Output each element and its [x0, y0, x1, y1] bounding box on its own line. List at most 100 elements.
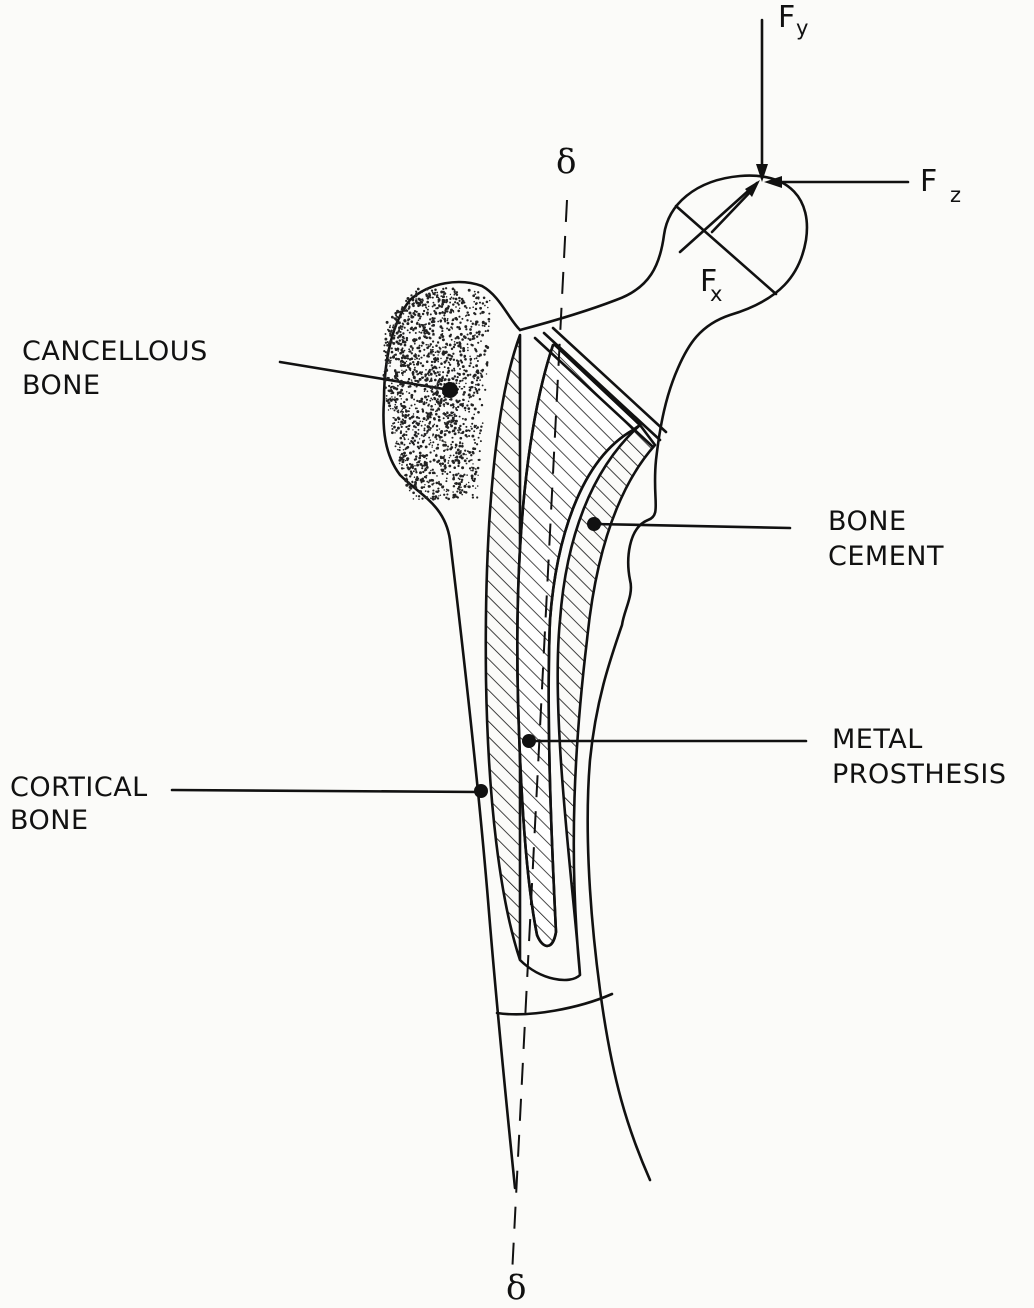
stipple-dot	[412, 349, 414, 351]
stipple-dot	[391, 431, 394, 434]
stipple-dot	[444, 444, 446, 446]
stipple-dot	[414, 367, 416, 369]
stipple-dot	[392, 356, 395, 359]
stipple-dot	[422, 471, 424, 473]
stipple-dot	[449, 457, 451, 459]
stipple-dot	[454, 341, 456, 343]
stipple-dot	[444, 422, 446, 424]
stipple-dot	[400, 424, 402, 426]
stipple-dot	[463, 474, 465, 476]
stipple-dot	[429, 460, 431, 462]
stipple-dot	[488, 318, 491, 321]
stipple-dot	[430, 416, 432, 418]
stipple-dot	[433, 304, 436, 307]
stipple-dot	[400, 454, 401, 455]
stipple-dot	[458, 427, 460, 429]
stipple-dot	[447, 344, 448, 345]
stipple-dot	[472, 322, 474, 324]
stipple-dot	[443, 314, 445, 316]
stipple-dot	[478, 330, 481, 333]
stipple-dot	[471, 467, 473, 469]
stipple-dot	[400, 389, 403, 392]
stipple-dot	[460, 359, 462, 361]
stipple-dot	[459, 445, 461, 447]
stipple-dot	[427, 413, 430, 416]
force-x-arrow	[712, 188, 754, 232]
stipple-dot	[477, 360, 479, 362]
stipple-dot	[465, 328, 467, 330]
stipple-dot	[389, 365, 391, 367]
stipple-dot	[386, 395, 388, 397]
stipple-dot	[413, 328, 415, 330]
stipple-dot	[404, 344, 407, 347]
stipple-dot	[426, 458, 428, 460]
stipple-dot	[412, 361, 414, 363]
stipple-dot	[397, 427, 400, 430]
stipple-dot	[392, 337, 395, 340]
stipple-dot	[463, 302, 465, 304]
stipple-dot	[402, 375, 403, 376]
stipple-dot	[425, 384, 428, 387]
stipple-dot	[431, 364, 433, 366]
stipple-dot	[387, 341, 389, 343]
stipple-dot	[472, 463, 473, 464]
stipple-dot	[461, 466, 464, 469]
stipple-dot	[442, 338, 445, 341]
stipple-dot	[470, 326, 472, 328]
stipple-dot	[415, 332, 417, 334]
stipple-dot	[456, 294, 458, 296]
stipple-dot	[475, 468, 477, 470]
stipple-dot	[426, 312, 429, 315]
stipple-dot	[448, 378, 451, 381]
stipple-dot	[473, 301, 475, 303]
stipple-dot	[426, 301, 429, 304]
stipple-dot	[465, 429, 468, 432]
stipple-dot	[473, 392, 475, 394]
stipple-dot	[440, 305, 443, 308]
stipple-dot	[414, 431, 417, 434]
stipple-dot	[429, 421, 431, 423]
stipple-dot	[419, 345, 421, 347]
leader-cement	[594, 524, 790, 528]
stipple-dot	[429, 400, 431, 402]
stipple-dot	[470, 320, 472, 322]
stipple-dot	[440, 321, 441, 322]
stipple-dot	[469, 389, 472, 392]
stipple-dot	[474, 291, 476, 293]
stipple-dot	[474, 313, 476, 315]
stipple-dot	[421, 497, 423, 499]
stipple-dot	[429, 352, 431, 354]
stipple-dot	[426, 355, 429, 358]
stipple-dot	[484, 349, 487, 352]
stipple-dot	[390, 392, 392, 394]
stipple-dot	[428, 481, 430, 483]
stipple-dot	[428, 322, 431, 325]
stipple-dot	[442, 353, 445, 356]
stipple-dot	[430, 338, 432, 340]
stipple-dot	[403, 437, 405, 439]
stipple-dot	[453, 346, 455, 348]
stipple-dot	[438, 488, 440, 490]
stipple-dot	[452, 303, 454, 305]
stipple-dot	[464, 407, 467, 410]
stipple-dot	[443, 406, 445, 408]
stipple-dot	[466, 436, 468, 438]
stipple-dot	[432, 346, 434, 348]
stipple-dot	[444, 461, 446, 463]
stipple-dot	[411, 441, 413, 443]
stipple-dot	[479, 307, 482, 310]
stipple-dot	[455, 452, 457, 454]
stipple-dot	[437, 361, 439, 363]
stipple-dot	[389, 326, 391, 328]
stipple-dot	[432, 498, 435, 501]
stipple-dot	[446, 448, 448, 450]
stipple-dot	[454, 370, 456, 372]
stipple-dot	[452, 318, 454, 320]
stipple-dot	[436, 475, 438, 477]
stipple-dot	[433, 459, 436, 462]
stipple-dot	[483, 353, 485, 355]
stipple-dot	[471, 381, 474, 384]
stipple-dot	[414, 390, 417, 393]
stipple-dot	[474, 293, 476, 295]
stipple-dot	[451, 323, 454, 326]
